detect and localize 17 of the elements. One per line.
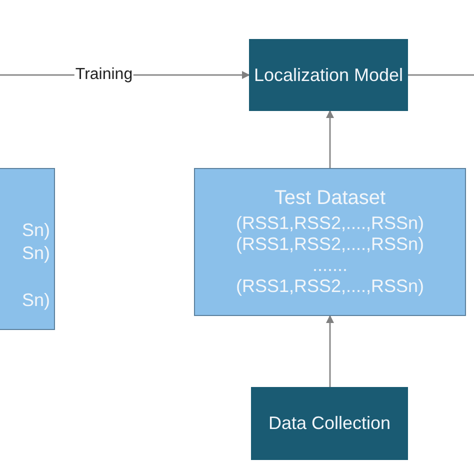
dataset-box — [194, 168, 466, 316]
arrow — [326, 110, 334, 168]
box-text: Localization Model — [254, 64, 404, 86]
edge-label: Training — [74, 66, 134, 84]
box-text: (RSS1,RSS2,....,RSSn) — [236, 276, 424, 296]
box-text: Sn) — [22, 290, 50, 311]
process-box — [249, 39, 408, 111]
box-title: Test Dataset — [274, 188, 386, 208]
box-text: Sn) — [22, 243, 50, 264]
box-text: Sn) — [22, 220, 50, 241]
box-text: Data Collection — [268, 413, 391, 434]
box-text: (RSS1,RSS2,....,RSSn) — [236, 212, 424, 234]
process-box — [251, 387, 408, 460]
dataset-box — [0, 168, 55, 330]
box-text: (RSS1,RSS2,....,RSSn) — [236, 234, 424, 254]
arrow — [326, 315, 334, 387]
box-text: ....... — [312, 254, 348, 276]
